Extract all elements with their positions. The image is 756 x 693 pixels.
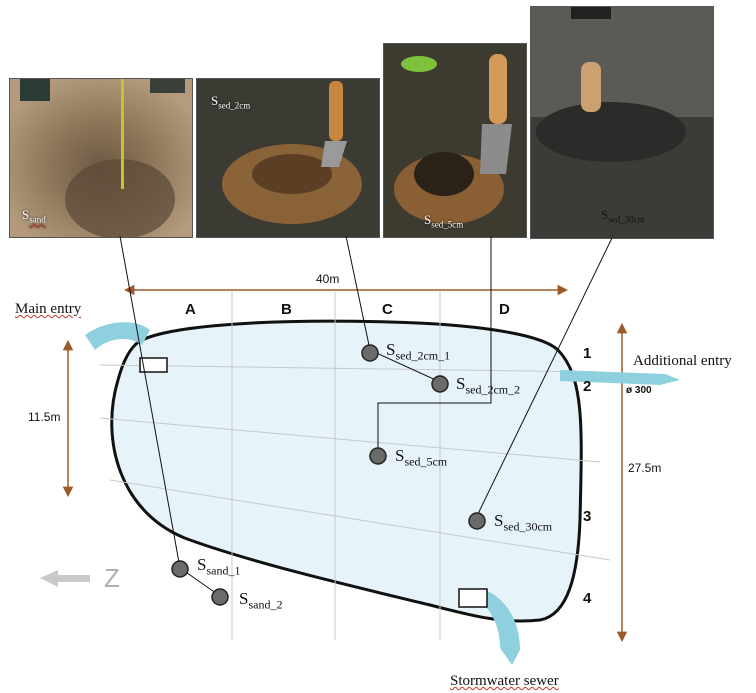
row-label-3: 3 [583, 508, 591, 525]
column-label-a: A [185, 301, 196, 318]
sample-marker-sed-2cm-2 [432, 376, 448, 392]
additional-entry-arrow [560, 370, 680, 385]
pipe-diameter-label: ø 300 [626, 385, 652, 396]
column-label-b: B [281, 301, 292, 318]
width-dimension-label: 40m [316, 272, 339, 286]
sample-label-sed-30cm: Ssed_30cm [494, 511, 552, 534]
sample-marker-sed-5cm [370, 448, 386, 464]
row-label-4: 4 [583, 590, 591, 607]
sample-label-sand-2: Ssand_2 [239, 589, 282, 612]
left-height-label: 11.5m [28, 410, 60, 424]
row-label-1: 1 [583, 345, 591, 362]
column-label-d: D [499, 301, 510, 318]
sample-marker-sand-2 [212, 589, 228, 605]
sample-marker-sand-1 [172, 561, 188, 577]
sample-label-sed-5cm: Ssed_5cm [395, 446, 447, 469]
additional-entry-label: Additional entry [633, 353, 732, 370]
sample-label-sed-2cm-2: Ssed_2cm_2 [456, 374, 520, 397]
sample-marker-sed-30cm [469, 513, 485, 529]
column-label-c: C [382, 301, 393, 318]
sewer-box [459, 589, 487, 607]
sample-marker-sed-2cm-1 [362, 345, 378, 361]
sample-label-sand-1: Ssand_1 [197, 555, 240, 578]
north-symbol: Z [104, 563, 120, 594]
sewer-label: Stormwater sewer [450, 673, 559, 690]
row-label-2: 2 [583, 378, 591, 395]
right-height-label: 27.5m [628, 461, 661, 475]
sample-label-sed-2cm-1: Ssed_2cm_1 [386, 340, 450, 363]
main-entry-label: Main entry [15, 301, 81, 318]
north-arrow-icon [40, 570, 90, 587]
